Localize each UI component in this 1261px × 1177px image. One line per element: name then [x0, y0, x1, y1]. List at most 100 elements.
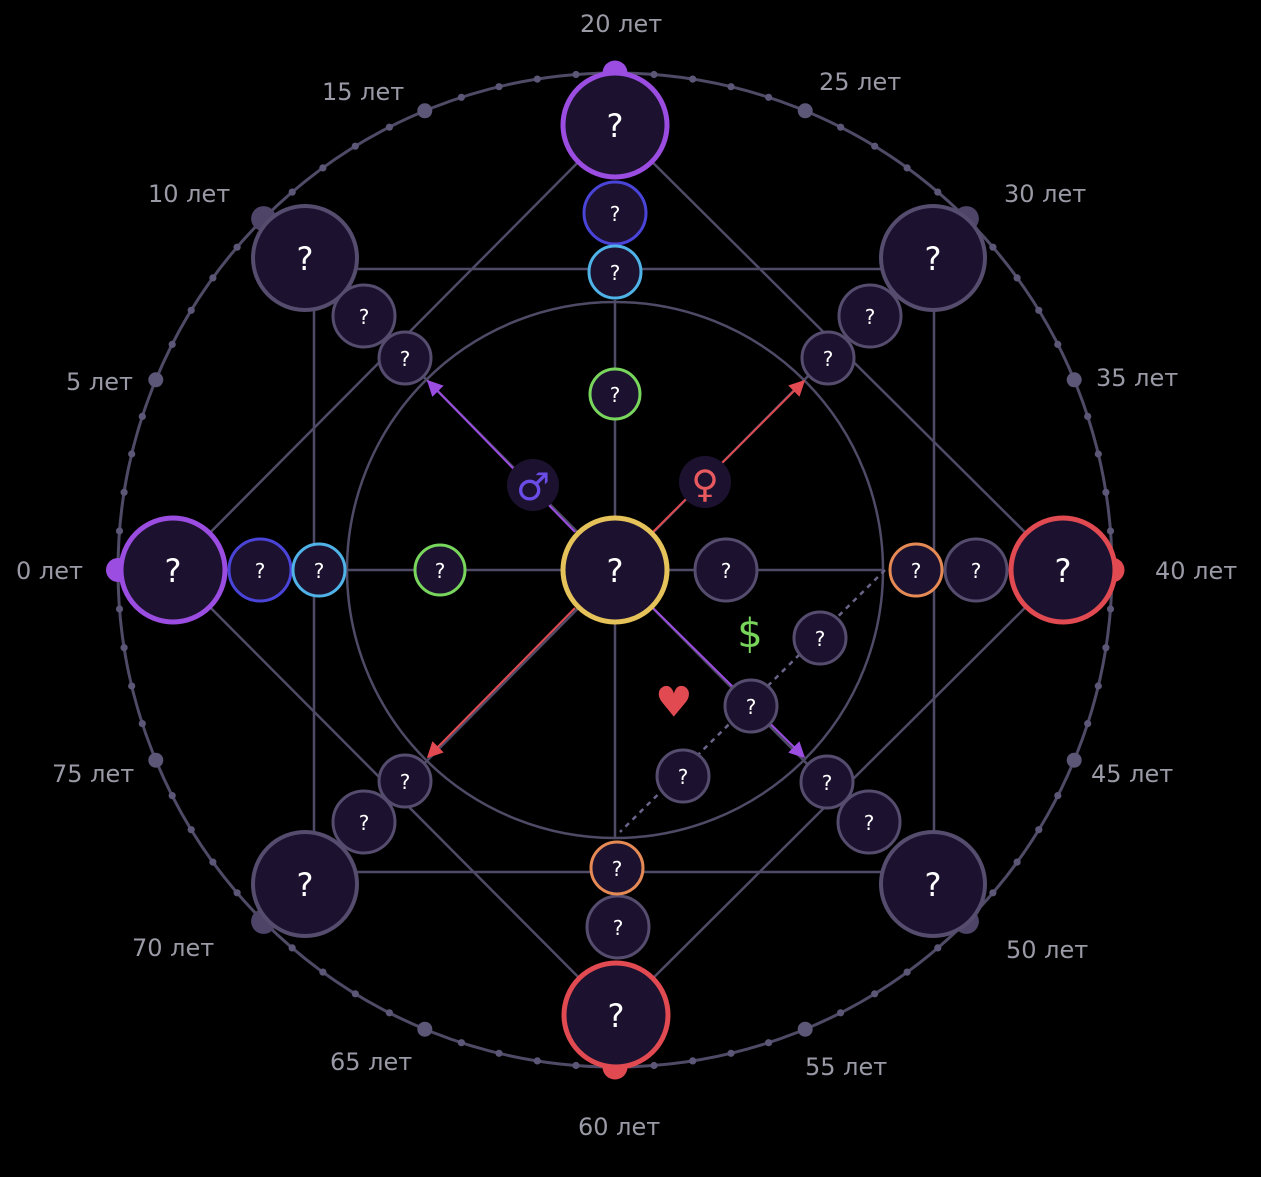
ring-dot — [572, 70, 580, 79]
node-bottom-left-label: ? — [297, 866, 314, 904]
node-money-2-label: ? — [746, 695, 757, 719]
ring-dot — [457, 1039, 465, 1047]
node-money-1-label: ? — [815, 627, 826, 651]
node-right-3[interactable]: ? — [888, 542, 944, 598]
node-br-3-circle — [799, 754, 855, 810]
node-tl-3-label: ? — [400, 347, 411, 371]
arrow-male-line — [426, 379, 576, 533]
node-right-2[interactable]: ? — [943, 537, 1009, 603]
node-br-2[interactable]: ? — [836, 789, 902, 855]
node-top-left[interactable]: ? — [251, 204, 359, 312]
ring-dot — [1013, 858, 1021, 866]
node-bl-3[interactable]: ? — [377, 753, 433, 809]
node-money-1-circle — [792, 610, 848, 666]
node-top-2-label: ? — [610, 202, 621, 226]
ring-dot — [120, 644, 128, 652]
ring-dot — [871, 142, 879, 150]
node-bottom-right[interactable]: ? — [879, 830, 987, 938]
node-top-left-label: ? — [297, 240, 314, 278]
node-bl-2[interactable]: ? — [331, 789, 397, 855]
age-label-35: 35 лет — [1096, 364, 1178, 392]
node-bottom-left[interactable]: ? — [251, 830, 359, 938]
ring-dot — [650, 70, 658, 79]
node-tl-2-label: ? — [359, 305, 370, 329]
arrow-money-line — [652, 607, 806, 759]
node-bottom-3-label: ? — [612, 857, 623, 881]
node-money-2-circle — [723, 678, 779, 734]
node-left-2-circle — [227, 537, 293, 603]
ring-dot — [765, 1039, 773, 1047]
node-center[interactable]: ? — [560, 515, 670, 625]
ring-dot — [871, 990, 879, 998]
node-top[interactable]: ? — [560, 70, 670, 180]
node-left-3-label: ? — [314, 559, 325, 583]
age-label-70: 70 лет — [132, 934, 214, 962]
node-tl-2[interactable]: ? — [331, 283, 397, 349]
node-tl-3-circle — [377, 330, 433, 386]
node-top-label: ? — [607, 107, 624, 145]
ring-dot — [989, 889, 997, 897]
ring-dot — [495, 1049, 503, 1057]
node-money-1[interactable]: ? — [792, 610, 848, 666]
ring-dot — [351, 142, 359, 150]
node-top-inner-label: ? — [610, 383, 621, 407]
ring-dot — [1102, 488, 1110, 496]
node-tr-3-circle — [800, 330, 856, 386]
age-label-60: 60 лет — [578, 1113, 660, 1141]
node-tl-2-circle — [331, 283, 397, 349]
node-bottom-3[interactable]: ? — [589, 840, 645, 896]
node-top-right[interactable]: ? — [879, 204, 987, 312]
node-center-label: ? — [607, 552, 624, 590]
node-top-inner[interactable]: ? — [588, 367, 642, 421]
ring-dot-medium — [148, 372, 164, 388]
node-center-circle — [560, 515, 670, 625]
age-label-30: 30 лет — [1004, 180, 1086, 208]
node-money-2[interactable]: ? — [723, 678, 779, 734]
ring-dot — [934, 188, 942, 196]
node-left-3[interactable]: ? — [291, 542, 347, 598]
node-right-label: ? — [1055, 552, 1072, 590]
node-tr-3[interactable]: ? — [800, 330, 856, 386]
age-label-10: 10 лет — [148, 180, 230, 208]
node-top-3[interactable]: ? — [587, 244, 643, 300]
ring-dot-medium — [417, 103, 433, 119]
ring-dot — [187, 826, 195, 834]
node-top-3-label: ? — [610, 261, 621, 285]
node-love[interactable]: ? — [655, 748, 711, 804]
ring-dot — [837, 123, 845, 131]
node-right-inner[interactable]: ? — [693, 537, 759, 603]
ring-dot — [233, 243, 241, 251]
node-tr-2[interactable]: ? — [837, 283, 903, 349]
ring-dot — [903, 968, 911, 976]
node-br-3-label: ? — [822, 771, 833, 795]
age-label-0: 0 лет — [16, 557, 83, 585]
node-tl-3[interactable]: ? — [377, 330, 433, 386]
node-top-circle — [560, 70, 670, 180]
ring-dot — [1084, 720, 1092, 728]
node-bottom[interactable]: ? — [561, 960, 671, 1070]
matrix-nodes: ??????????????????????????????? — [118, 70, 1118, 1070]
ring-dot — [934, 944, 942, 952]
ring-dot — [115, 527, 124, 535]
ring-dot-medium — [797, 103, 813, 119]
node-bottom-2[interactable]: ? — [585, 894, 651, 960]
node-left-2[interactable]: ? — [227, 537, 293, 603]
node-br-2-circle — [836, 789, 902, 855]
node-br-3[interactable]: ? — [799, 754, 855, 810]
arrow-female-line — [652, 379, 806, 533]
ring-dot — [385, 1009, 393, 1017]
ring-dot — [727, 1049, 735, 1057]
node-top-left-circle — [251, 204, 359, 312]
node-bl-3-label: ? — [400, 770, 411, 794]
node-bottom-circle — [561, 960, 671, 1070]
node-top-right-label: ? — [925, 240, 942, 278]
node-top-2[interactable]: ? — [582, 180, 648, 246]
node-left[interactable]: ? — [118, 515, 228, 625]
node-bottom-right-label: ? — [925, 866, 942, 904]
node-left-inner[interactable]: ? — [413, 543, 467, 597]
node-right[interactable]: ? — [1008, 515, 1118, 625]
ring-dot — [1013, 274, 1021, 282]
node-right-circle — [1008, 515, 1118, 625]
node-right-inner-circle — [693, 537, 759, 603]
